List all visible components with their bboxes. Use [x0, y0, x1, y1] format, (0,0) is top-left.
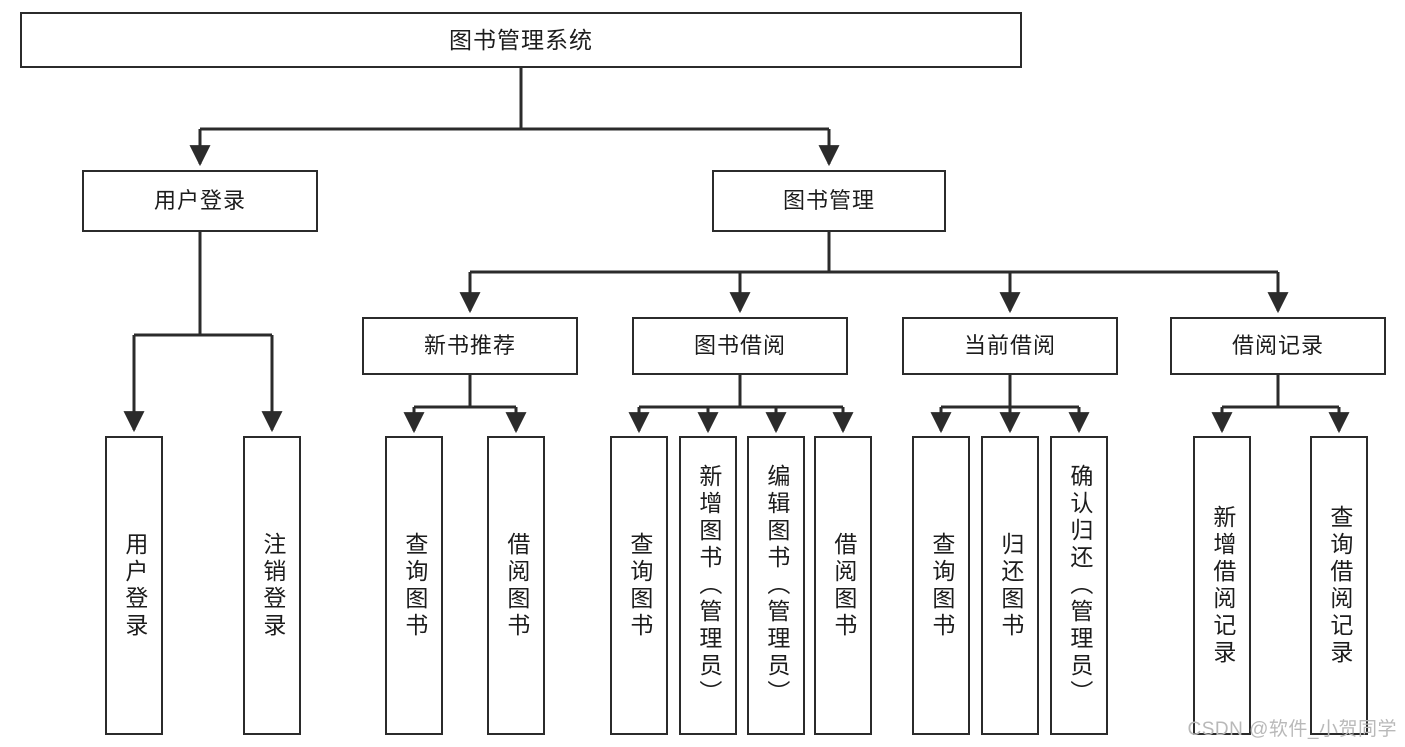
node-leaf-return-book[interactable]: 归还图书 [981, 436, 1039, 735]
node-borrow-record[interactable]: 借阅记录 [1170, 317, 1386, 375]
node-label: 图书借阅 [693, 333, 786, 358]
node-label: 用户登录 [121, 531, 148, 640]
node-label: 借阅图书 [503, 531, 530, 640]
node-user-login[interactable]: 用户登录 [82, 170, 318, 232]
node-book-manage[interactable]: 图书管理 [712, 170, 946, 232]
node-leaf-confirm-return[interactable]: 确认归还（管理员） [1050, 436, 1108, 735]
node-label: 注销登录 [259, 531, 286, 640]
node-book-borrow[interactable]: 图书借阅 [632, 317, 848, 375]
node-leaf-query-borrow-record[interactable]: 查询借阅记录 [1310, 436, 1368, 735]
node-current-borrow[interactable]: 当前借阅 [902, 317, 1118, 375]
node-label: 新书推荐 [423, 333, 516, 358]
node-label: 借阅记录 [1231, 333, 1324, 358]
node-leaf-add-book[interactable]: 新增图书（管理员） [679, 436, 737, 735]
node-label: 查询图书 [928, 531, 955, 640]
node-label: 借阅图书 [830, 531, 857, 640]
node-label: 查询借阅记录 [1326, 504, 1353, 667]
node-leaf-borrow-book[interactable]: 借阅图书 [814, 436, 872, 735]
node-label: 新增图书（管理员） [695, 464, 722, 707]
node-label: 当前借阅 [963, 333, 1056, 358]
node-leaf-edit-book[interactable]: 编辑图书（管理员） [747, 436, 805, 735]
node-leaf-query-book-recommend[interactable]: 查询图书 [385, 436, 443, 735]
node-leaf-borrow-book-recommend[interactable]: 借阅图书 [487, 436, 545, 735]
node-label: 图书管理 [782, 188, 875, 213]
node-leaf-logout-login[interactable]: 注销登录 [243, 436, 301, 735]
node-label: 查询图书 [626, 531, 653, 640]
node-label: 查询图书 [401, 531, 428, 640]
node-label: 编辑图书（管理员） [763, 464, 790, 707]
node-leaf-add-borrow-record[interactable]: 新增借阅记录 [1193, 436, 1251, 735]
node-label: 归还图书 [997, 531, 1024, 640]
node-leaf-query-book-current[interactable]: 查询图书 [912, 436, 970, 735]
node-leaf-query-book-borrow[interactable]: 查询图书 [610, 436, 668, 735]
node-leaf-user-login[interactable]: 用户登录 [105, 436, 163, 735]
node-label: 新增借阅记录 [1209, 504, 1236, 667]
node-label: 用户登录 [153, 188, 246, 213]
node-label: 图书管理系统 [449, 26, 593, 53]
node-root-system[interactable]: 图书管理系统 [20, 12, 1022, 68]
csdn-watermark: CSDN @软件_小贺同学 [1187, 719, 1397, 740]
node-label: 确认归还（管理员） [1066, 464, 1093, 707]
node-new-book-recommend[interactable]: 新书推荐 [362, 317, 578, 375]
